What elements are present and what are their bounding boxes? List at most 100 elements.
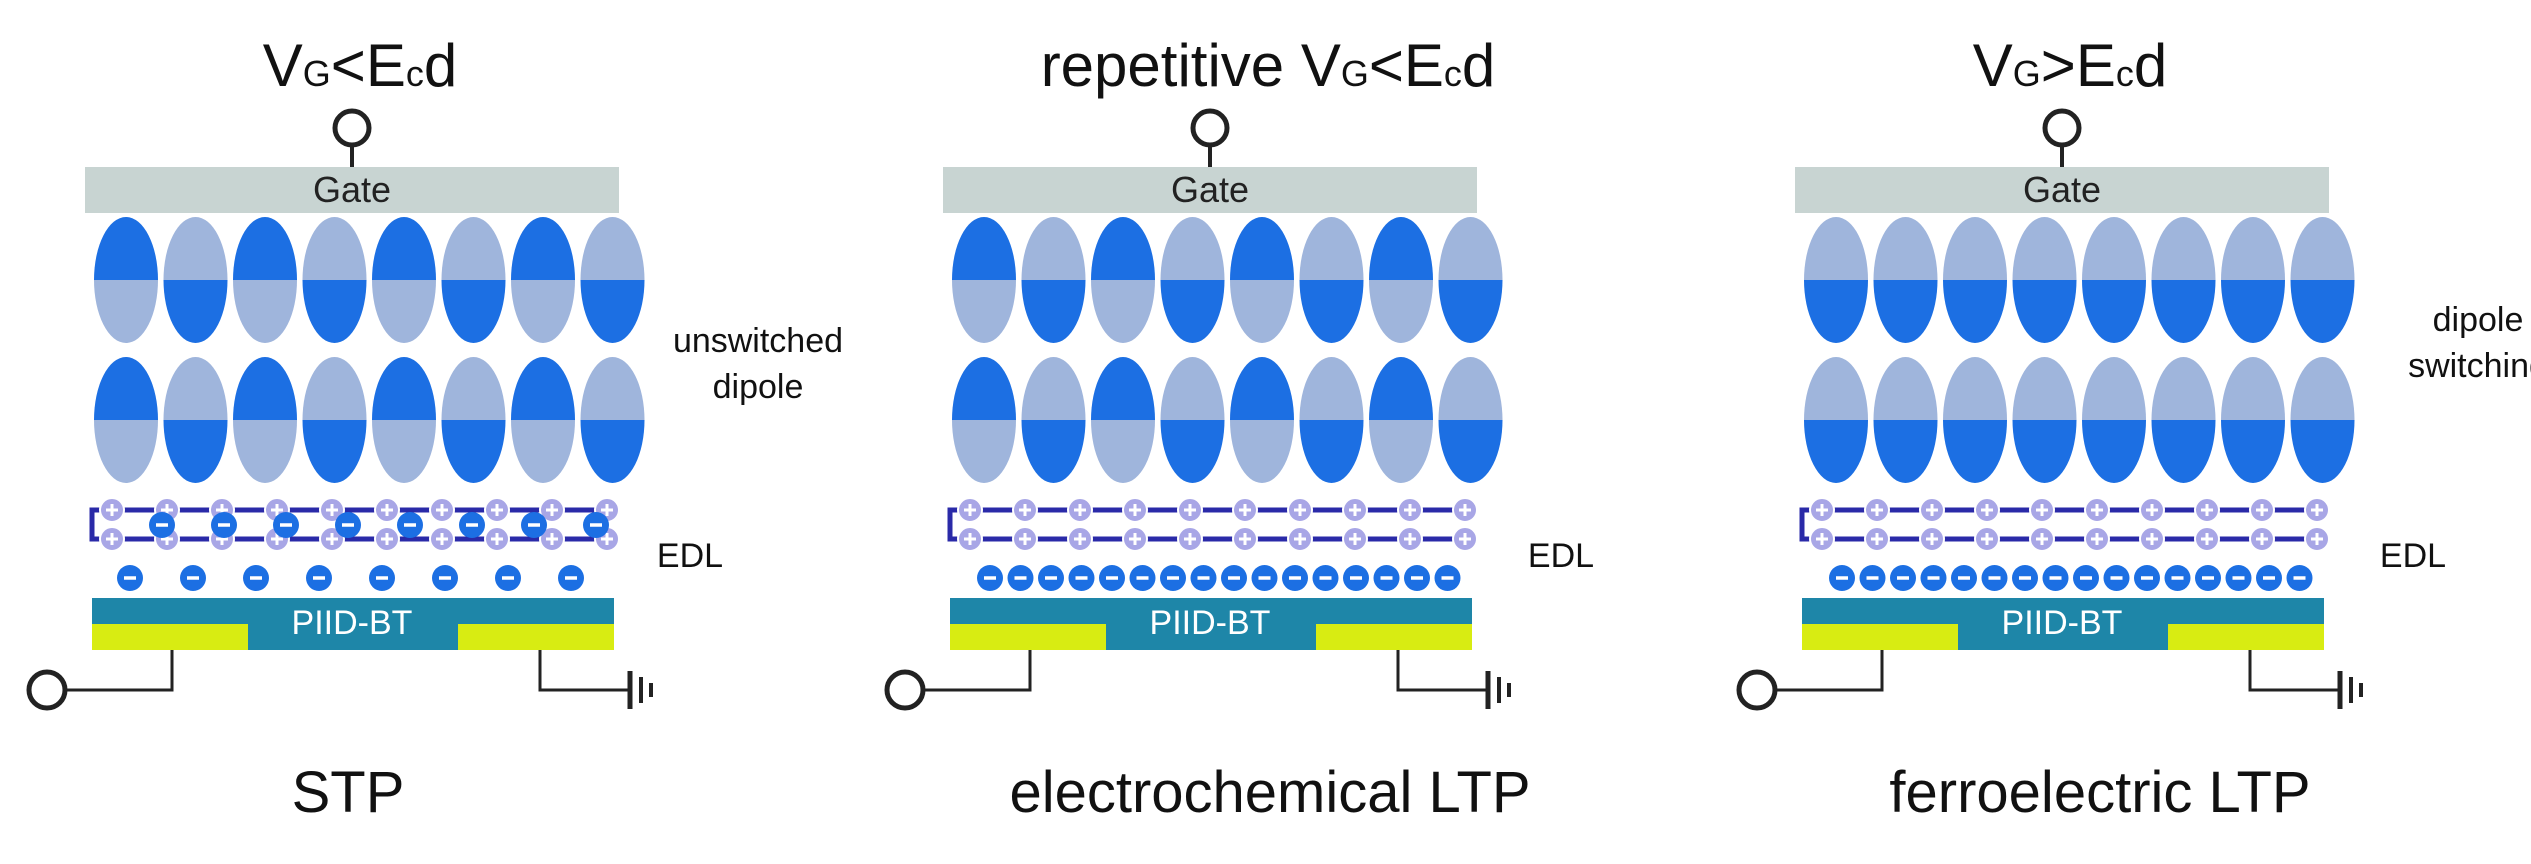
cation — [1287, 497, 1313, 523]
dipole-bottom-half — [1299, 280, 1364, 343]
dipole-bottom-half — [2290, 420, 2355, 484]
dipole-top-half — [1299, 217, 1364, 280]
dipole-bottom-half — [372, 280, 436, 343]
cation — [1177, 497, 1203, 523]
dipole-top-half — [580, 217, 645, 280]
anion — [1038, 565, 1064, 591]
anion — [1099, 565, 1125, 591]
cation — [1809, 497, 1835, 523]
anion — [2286, 565, 2313, 591]
dipole-bottom-half — [1230, 280, 1294, 343]
ground-icon — [627, 671, 653, 709]
dipole — [1873, 217, 1938, 343]
dipole-top-half — [163, 217, 228, 280]
drain-wire — [1396, 650, 1486, 692]
anion — [335, 512, 361, 538]
cation — [1809, 526, 1835, 552]
gate-label: Gate — [313, 169, 391, 210]
panel-caption: STP — [292, 760, 405, 825]
dipole-bottom-half — [2082, 420, 2146, 483]
semiconductor-label: PIID-BT — [2002, 604, 2123, 642]
dipole — [2082, 217, 2146, 343]
dipole-bottom-half — [302, 280, 367, 343]
anion — [1373, 565, 1400, 591]
dipole — [1299, 357, 1364, 484]
dipole-top-half — [1438, 357, 1503, 420]
dipole-top-half — [2151, 357, 2216, 420]
anion — [1129, 565, 1156, 591]
source-electrode — [92, 624, 248, 650]
ground-icon — [1485, 671, 1511, 709]
dipole — [163, 357, 228, 484]
panel-caption: electrochemical LTP — [1009, 760, 1530, 825]
gate-bar — [85, 167, 619, 213]
drain-electrode — [458, 624, 614, 650]
side-note-line: switching — [2408, 347, 2531, 385]
cation — [1342, 526, 1368, 552]
cation — [1397, 497, 1423, 523]
cation — [1342, 497, 1368, 523]
dipole — [1160, 357, 1225, 484]
cation — [1067, 526, 1093, 552]
cation — [374, 526, 400, 552]
dipole-bottom-half — [952, 280, 1016, 343]
dipole-top-half — [1873, 217, 1938, 280]
title-subscript: c — [2116, 53, 2134, 94]
anion — [2012, 565, 2038, 591]
anion — [1312, 565, 1339, 591]
anion — [369, 565, 395, 591]
anion — [2042, 565, 2069, 591]
panel-2: repetitive VG<EcdGateEDLPIID-BTelectroch… — [884, 32, 1594, 825]
dipole-top-half — [952, 217, 1016, 280]
anion — [2195, 565, 2221, 591]
dipole-top-half — [2151, 217, 2216, 280]
dipole-top-half — [1160, 357, 1225, 420]
dipole — [1369, 217, 1433, 343]
dipole — [372, 357, 436, 483]
anion — [459, 512, 485, 538]
dipole-top-half — [2082, 357, 2146, 420]
dipole-bottom-half — [233, 280, 297, 343]
side-note-line: unswitched — [673, 322, 843, 360]
dipole-bottom-half — [441, 420, 506, 484]
dipole — [441, 357, 506, 484]
gate-terminal — [2042, 108, 2082, 148]
anion — [1251, 565, 1278, 591]
dipole — [2151, 217, 2216, 343]
cation — [99, 497, 125, 523]
side-note-line: dipole — [713, 368, 804, 406]
anion — [1007, 565, 1034, 591]
anion — [558, 565, 584, 591]
dipole-bottom-half — [511, 420, 575, 483]
cation — [2194, 526, 2220, 552]
dipole-top-half — [372, 357, 436, 420]
dipole — [952, 217, 1016, 343]
edl-label: EDL — [657, 537, 723, 575]
dipole-bottom-half — [233, 420, 297, 483]
dipole-top-half — [1230, 217, 1294, 280]
cation — [1452, 497, 1478, 523]
dipole — [1021, 217, 1086, 343]
dipole — [511, 217, 575, 343]
title-segment: d — [2134, 32, 2167, 99]
gate-terminal — [332, 108, 372, 148]
dipole-top-half — [2221, 217, 2285, 280]
dipole — [1160, 217, 1225, 343]
title-subscript: c — [1444, 53, 1462, 94]
edl-layer — [1799, 497, 2330, 591]
panel-title: VG<Ecd — [263, 32, 457, 99]
source-wire — [65, 650, 174, 692]
cation — [539, 526, 565, 552]
title-segment: >E — [2041, 32, 2116, 99]
dipole-bottom-half — [1091, 420, 1155, 483]
dipole — [1438, 217, 1503, 343]
dipole-top-half — [1438, 217, 1503, 280]
dipole-bottom-half — [163, 420, 228, 484]
anion — [2103, 565, 2130, 591]
anion — [583, 512, 609, 538]
cation — [2084, 497, 2110, 523]
cation — [1864, 526, 1890, 552]
title-subscript: c — [406, 53, 424, 94]
drain-electrode — [1316, 624, 1472, 650]
cation — [2304, 497, 2330, 523]
